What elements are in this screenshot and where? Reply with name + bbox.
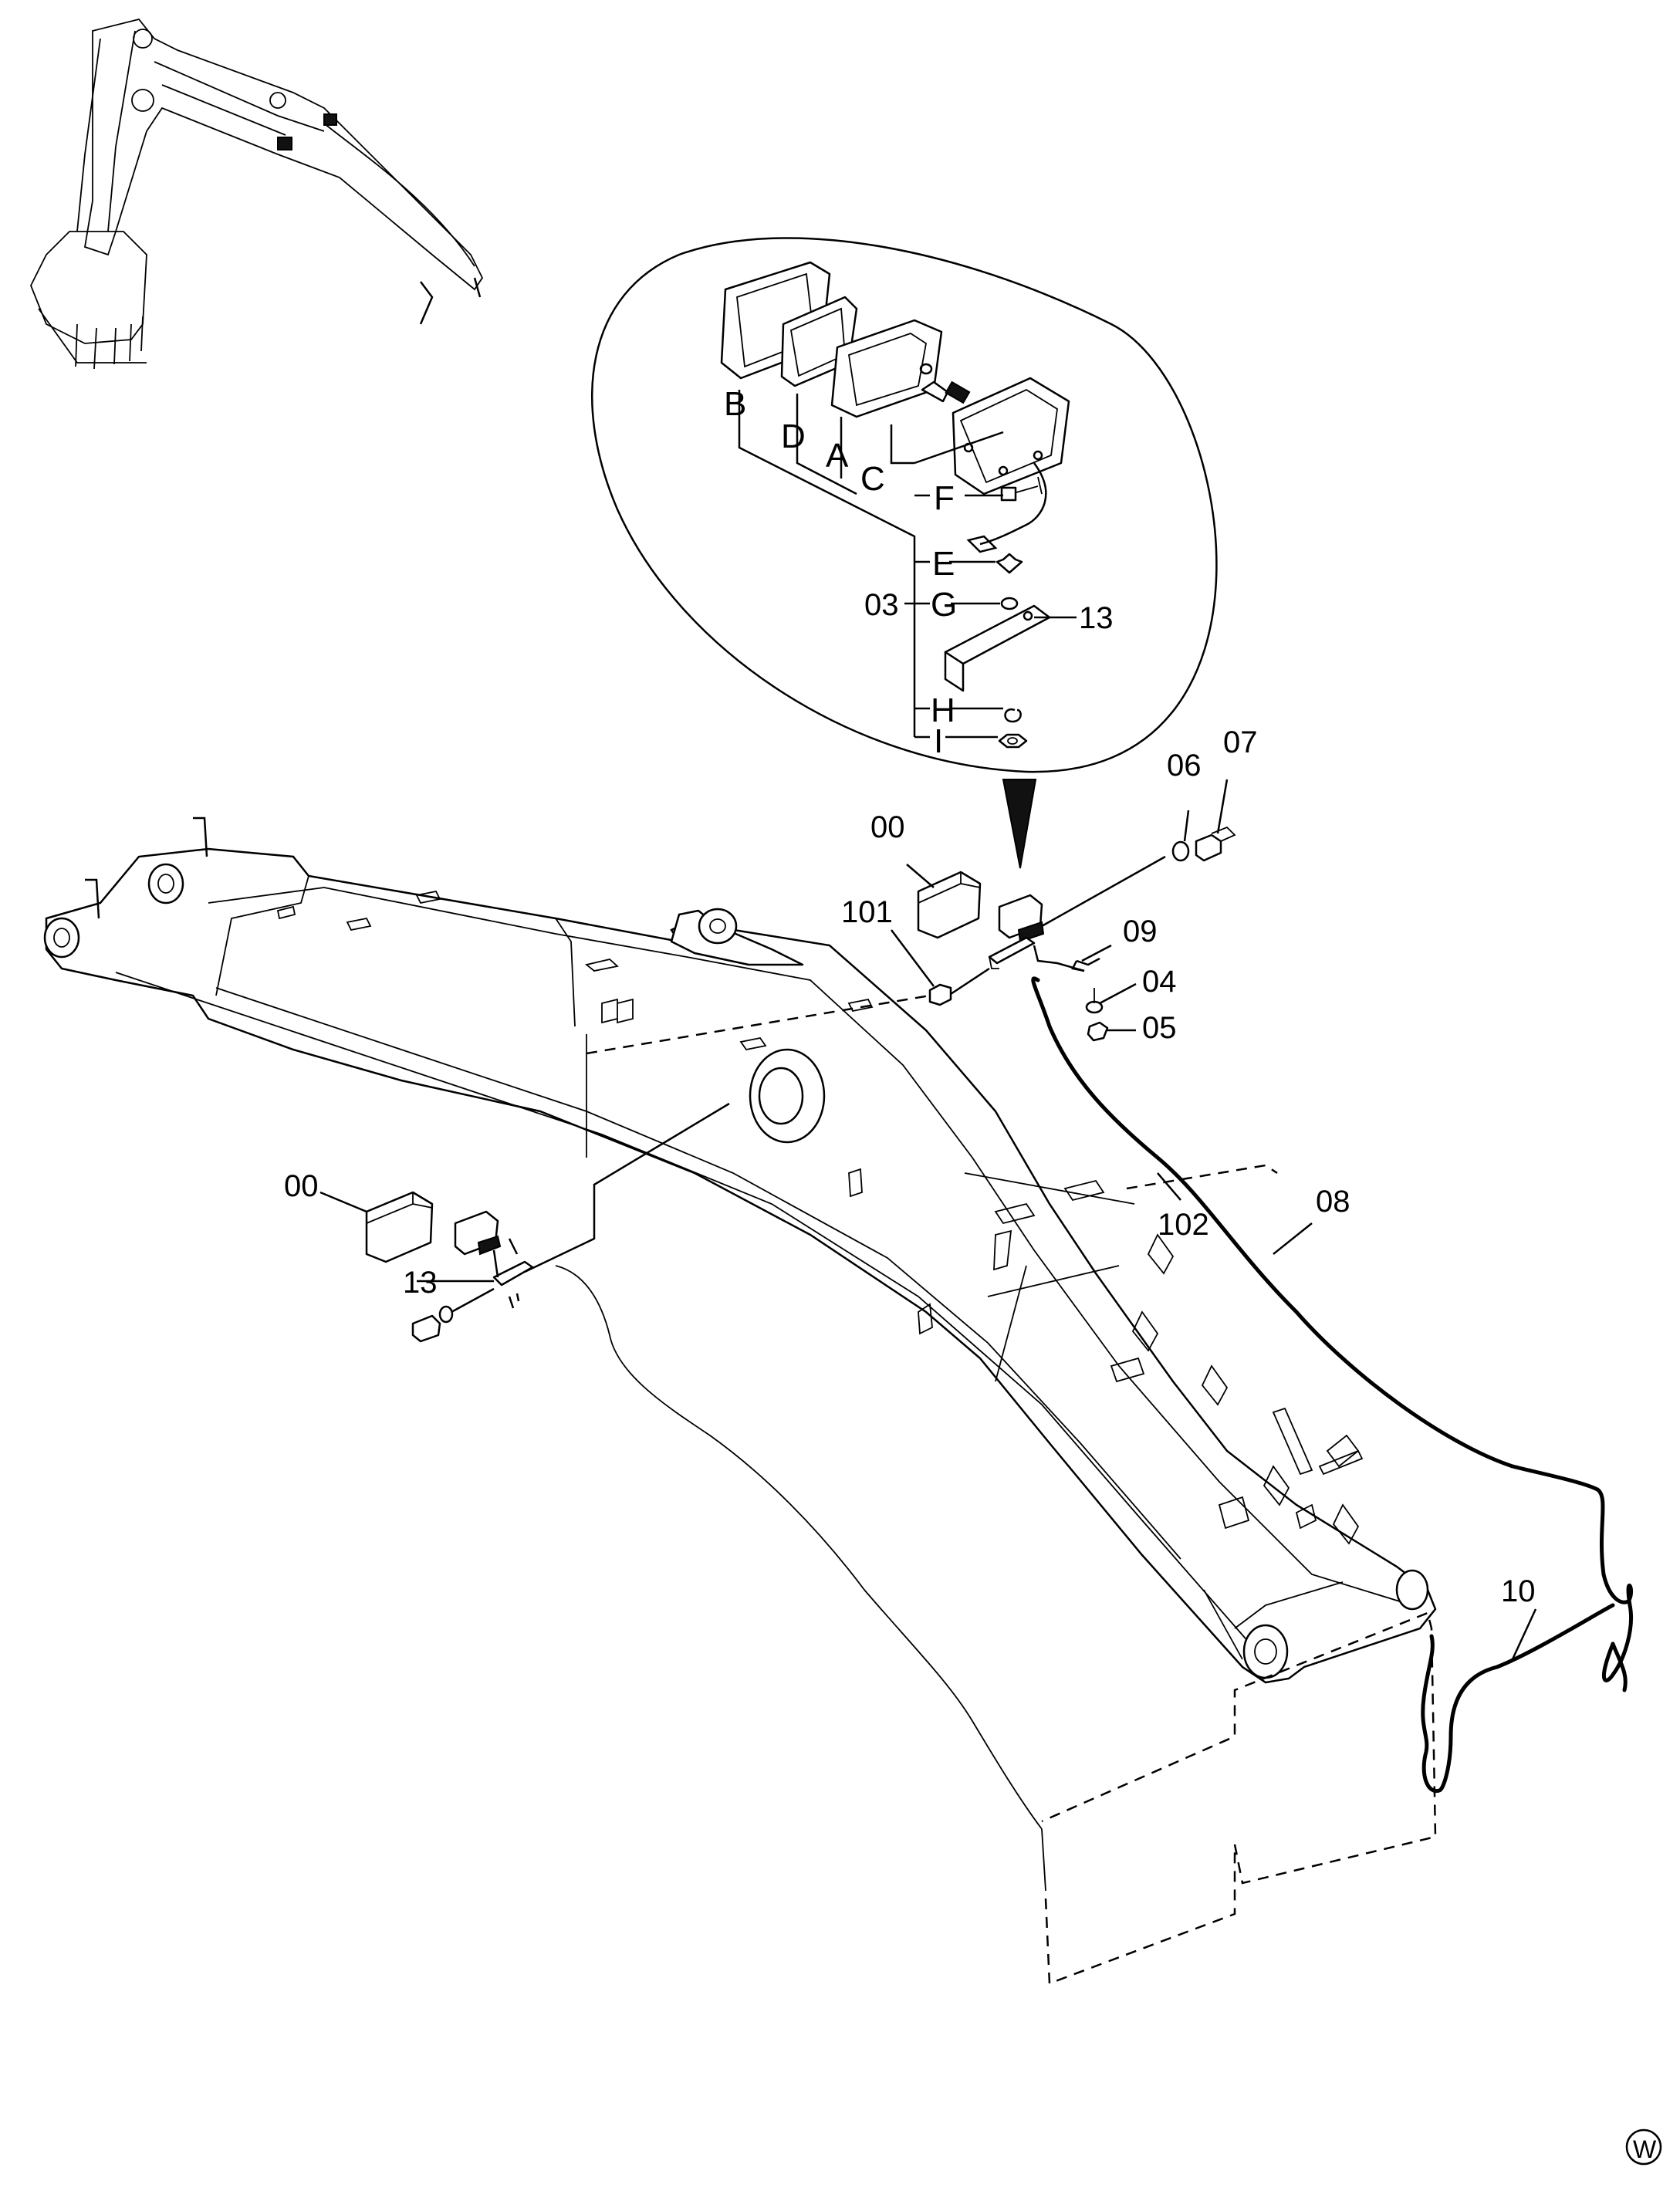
cover-00-left [365, 1191, 434, 1263]
callout-00-top: 00 [870, 810, 905, 844]
detail-pointer [1002, 779, 1037, 869]
callout-labels: 00 101 06 07 09 04 05 102 08 10 00 13 [284, 725, 1536, 1608]
harness-10 [1421, 1603, 1615, 1794]
harness-08 [1031, 976, 1634, 1682]
letter-g: G [931, 586, 957, 624]
letter-a: A [826, 437, 849, 475]
callout-leaders [319, 779, 1537, 1660]
callout-13-left: 13 [403, 1266, 438, 1300]
left-lamp-assembly [365, 1102, 730, 1343]
corner-mark-circle [1625, 2128, 1662, 2166]
callout-05: 05 [1142, 1011, 1177, 1045]
callout-10: 10 [1501, 1574, 1536, 1608]
callout-07: 07 [1223, 725, 1258, 759]
right-lamp-assembly [586, 826, 1278, 1190]
section-boundary [1041, 1611, 1437, 1985]
letter-e: E [932, 545, 955, 583]
callout-08: 08 [1316, 1185, 1350, 1219]
letter-c: C [860, 460, 885, 498]
letter-h: H [931, 691, 955, 729]
excavator-thumbnail [30, 18, 484, 370]
letter-i: I [934, 722, 943, 760]
callout-13-detail: 13 [1079, 601, 1114, 635]
letter-f: F [934, 479, 955, 517]
nut-101 [928, 983, 952, 1006]
lamp-detail-bubble: B D A C F E G H I 03 13 [591, 237, 1218, 869]
corner-mark-letter: W [1633, 2135, 1657, 2163]
corner-mark: W [1625, 2128, 1662, 2166]
callout-102: 102 [1158, 1208, 1209, 1242]
callout-09: 09 [1123, 915, 1158, 948]
callout-00-left: 00 [284, 1169, 319, 1203]
boom-assembly [43, 817, 1437, 1684]
callout-06: 06 [1167, 749, 1202, 783]
callout-04: 04 [1142, 965, 1177, 999]
callout-101: 101 [841, 895, 893, 929]
letter-b: B [724, 385, 746, 423]
callout-03: 03 [864, 588, 899, 622]
wiring-harness [555, 976, 1634, 1985]
foot-pin-boss [43, 917, 80, 959]
letter-d: D [781, 418, 806, 455]
